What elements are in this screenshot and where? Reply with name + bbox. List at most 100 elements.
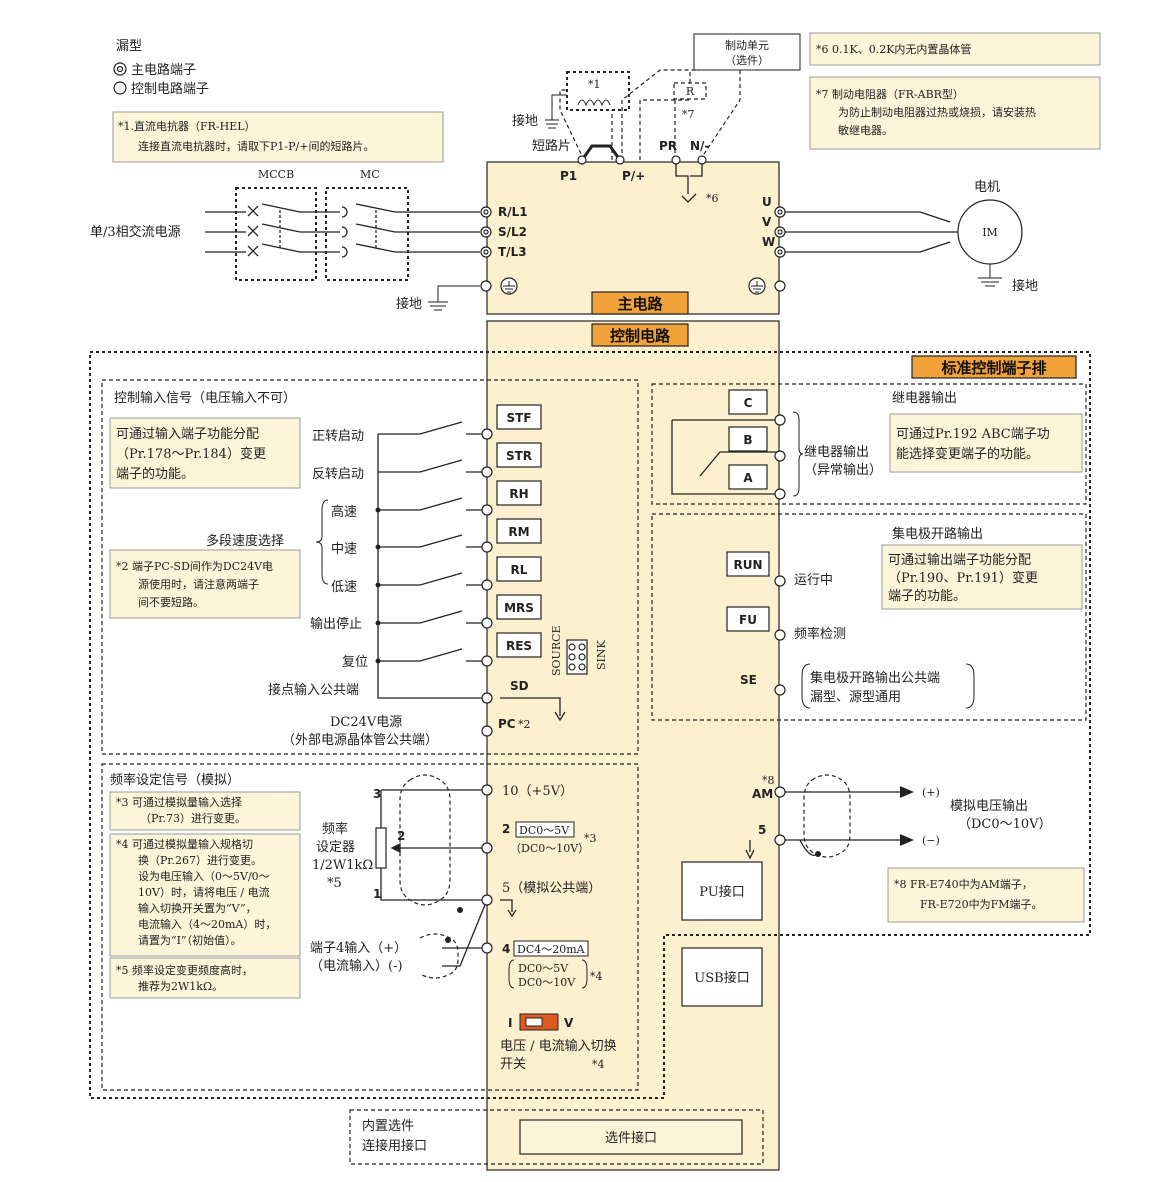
note-4-line5: 输入切换开关置为“V”， bbox=[138, 901, 257, 915]
note-7-line2: 为防止制动电阻器过热或烧损，请安装热 bbox=[838, 105, 1036, 119]
motor-lines bbox=[785, 211, 960, 253]
brake-unit-box bbox=[693, 33, 801, 71]
legend-title: 漏型 bbox=[116, 38, 142, 54]
pot-pin2: 2 bbox=[397, 829, 405, 843]
motor-ground-icon bbox=[978, 264, 1002, 287]
star3-label: *3 bbox=[584, 832, 597, 845]
dc-reactor-star: *1 bbox=[588, 78, 601, 91]
control-circuit-label: 控制电路 bbox=[610, 327, 671, 345]
note-3-line2: （Pr.73）进行变更。 bbox=[140, 811, 246, 825]
brake-resistor-label: R bbox=[686, 85, 695, 98]
open-collector-section bbox=[651, 513, 1087, 721]
terminal-relay-b bbox=[774, 450, 786, 462]
terminal-rl1-inner bbox=[483, 209, 489, 215]
legend-main-circuit: 主电路端子 bbox=[131, 62, 196, 78]
reactor-wiring bbox=[559, 89, 613, 161]
terminal-u-inner bbox=[777, 209, 783, 215]
terminal-str bbox=[481, 466, 493, 478]
reset-label: 复位 bbox=[342, 655, 368, 670]
note-1-box bbox=[112, 111, 444, 163]
usb-port[interactable] bbox=[681, 947, 763, 1007]
std-terminal-block-label: 标准控制端子排 bbox=[940, 359, 1046, 377]
low-label: 低速 bbox=[331, 580, 357, 595]
terminal-nminus bbox=[697, 155, 707, 165]
terminal-w-inner bbox=[777, 249, 783, 255]
terminal-fu bbox=[774, 629, 786, 641]
dc010b-label: DC0～10V bbox=[518, 976, 576, 989]
oc-assign-line2: （Pr.190、Pr.191）变更 bbox=[888, 570, 1038, 586]
se-label: SE bbox=[740, 673, 757, 687]
jumper-pin bbox=[568, 663, 576, 671]
terminal-se bbox=[774, 684, 786, 696]
note-2-line3: 间不要短路。 bbox=[138, 595, 204, 609]
t2-label: 2 bbox=[502, 822, 510, 836]
legend-control-circuit: 控制电路端子 bbox=[131, 81, 209, 97]
oc-assign-note-box bbox=[881, 544, 1083, 610]
note-3-line1: *3 可通过模拟量输入选择 bbox=[116, 795, 242, 809]
terminal-4 bbox=[481, 942, 493, 954]
jumper-pin bbox=[578, 663, 586, 671]
jumper-pin bbox=[578, 643, 586, 651]
terminal-res bbox=[481, 655, 493, 667]
u-label: U bbox=[762, 195, 772, 209]
junction-dot bbox=[375, 620, 381, 626]
sl2-label: S/L2 bbox=[498, 225, 527, 239]
run-box bbox=[726, 551, 770, 577]
terminal-ground-right bbox=[774, 280, 786, 292]
dc05-label: DC0～5V bbox=[519, 824, 570, 837]
note-6-box bbox=[809, 32, 1101, 66]
rl-box bbox=[496, 556, 542, 582]
ground-symbol-right-lines bbox=[751, 281, 763, 293]
terminal-rh bbox=[481, 504, 493, 516]
note-5-line1: *5 频率设定变更频度高时， bbox=[116, 963, 253, 977]
control-circuit-badge bbox=[591, 323, 689, 347]
dc-reactor-coil bbox=[577, 99, 611, 107]
junction-dot bbox=[375, 582, 381, 588]
potentiometer-icon bbox=[375, 827, 387, 869]
switch-star: *4 bbox=[592, 1058, 605, 1071]
terminal-stf bbox=[481, 428, 493, 440]
rh-label: RH bbox=[509, 487, 528, 501]
pot-line4: *5 bbox=[327, 876, 342, 891]
junction-dot bbox=[375, 658, 381, 664]
forward-label: 正转启动 bbox=[312, 429, 364, 444]
am-star: *8 bbox=[762, 774, 775, 787]
terminal-v-inner bbox=[777, 229, 783, 235]
note-2-box bbox=[109, 549, 301, 619]
option-port[interactable] bbox=[519, 1119, 743, 1155]
dc-alt-paren bbox=[508, 959, 588, 989]
dc24v-line1: DC24V电源 bbox=[330, 715, 402, 730]
switch-i-label: I bbox=[508, 1016, 512, 1030]
oc-common-paren bbox=[801, 663, 975, 709]
dc010-label: （DC0～10V） bbox=[510, 842, 589, 855]
dc420-label: DC4～20mA bbox=[517, 943, 586, 956]
relay-a-box bbox=[728, 464, 768, 490]
oc-assign-line3: 端子的功能。 bbox=[888, 588, 966, 604]
pc-label: PC bbox=[498, 717, 516, 731]
relay-label-line2: （异常输出） bbox=[804, 462, 882, 478]
note-4-line4: 10V）时，请将电压 / 电流 bbox=[138, 885, 270, 899]
pot-line2: 设定器 bbox=[316, 840, 355, 855]
relay-a-label: A bbox=[743, 471, 753, 485]
terminal-am bbox=[774, 786, 786, 798]
t10-label: 10（+5V） bbox=[502, 784, 573, 799]
switch-v-label: V bbox=[564, 1016, 574, 1030]
brake-resistor-star: *7 bbox=[682, 108, 695, 121]
iv-switch-knob bbox=[525, 1017, 543, 1027]
v-label: V bbox=[762, 215, 772, 229]
relay-output-section bbox=[651, 383, 1087, 505]
input-assign-line2: （Pr.178～Pr.184）变更 bbox=[116, 446, 266, 462]
pu-port[interactable] bbox=[681, 861, 763, 921]
contact-common-label: 接点输入公共端 bbox=[268, 682, 359, 698]
dc05b-label: DC0～5V bbox=[518, 962, 569, 975]
pot-pin1: 1 bbox=[373, 887, 381, 901]
freq-setting-title: 频率设定信号（模拟） bbox=[110, 772, 240, 788]
dc-reactor-box bbox=[566, 71, 630, 111]
note-1-line1: *1.直流电抗器（FR-HEL） bbox=[118, 119, 256, 133]
note-4-line7: 请置为“I”（初始值）。 bbox=[138, 933, 242, 947]
note-7-line1: *7 制动电阻器（FR-ABR型） bbox=[816, 87, 964, 101]
t4-label: 4 bbox=[502, 942, 510, 956]
main-terminal-legend-icon-inner bbox=[116, 65, 124, 73]
terminal-10 bbox=[481, 784, 493, 796]
ground-symbol-left-lines bbox=[503, 281, 515, 293]
